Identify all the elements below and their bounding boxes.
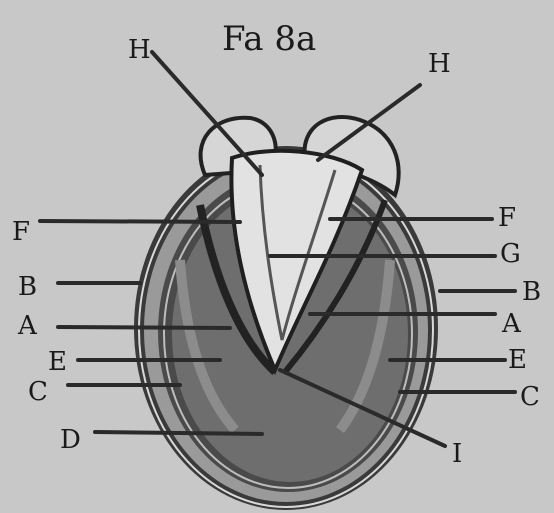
label-a-left: A — [17, 311, 38, 341]
label-i-bottom: I — [452, 439, 462, 469]
pointer-a-left — [58, 327, 230, 328]
label-b-left: B — [18, 272, 37, 302]
label-e-left: E — [48, 347, 67, 377]
label-h-right: H — [428, 49, 451, 79]
label-c-right: C — [520, 382, 540, 412]
label-a-right: A — [501, 309, 522, 339]
figure-title: Fa 8a — [222, 19, 316, 59]
pointer-d-left — [95, 432, 262, 434]
label-f-left: F — [12, 217, 30, 247]
label-b-right: B — [522, 277, 541, 307]
label-c-left: C — [28, 377, 48, 407]
label-e-right: E — [508, 345, 527, 375]
pointer-f-left — [40, 221, 240, 222]
label-f-right: F — [498, 203, 516, 233]
label-g-right: G — [500, 239, 521, 269]
label-h-left: H — [128, 35, 151, 65]
label-d-left: D — [60, 425, 81, 455]
